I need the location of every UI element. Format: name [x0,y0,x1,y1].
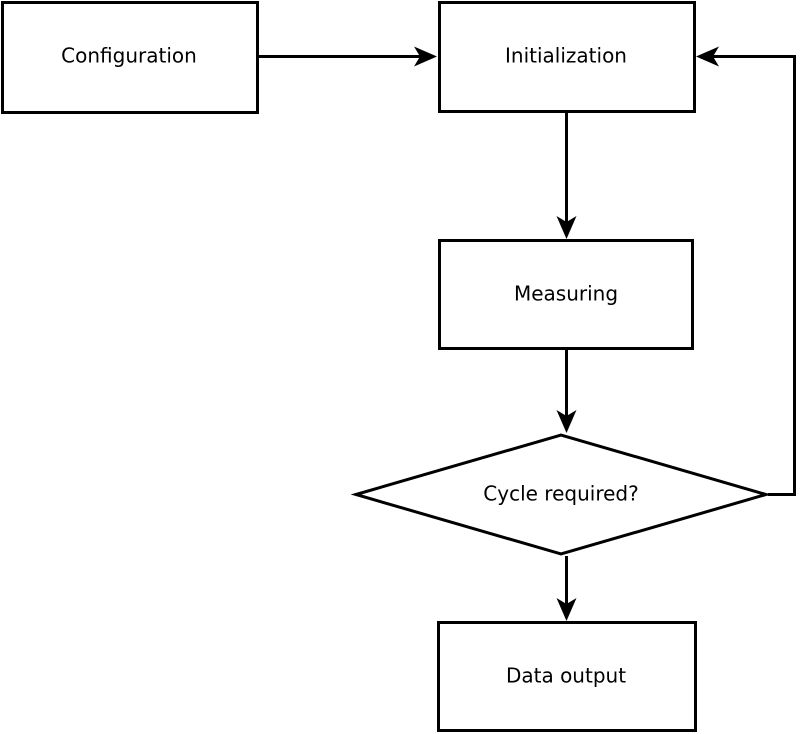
node-initialization-label: Initialization [505,44,627,68]
arrow-head-into-initialization-right [696,46,719,67]
edge-configuration-to-initialization [258,46,437,67]
node-cycle-required[interactable]: Cycle required? [350,433,772,556]
node-configuration-box[interactable] [1,1,259,114]
node-measuring[interactable]: Measuring [438,239,694,350]
node-measuring-label: Measuring [514,282,618,306]
edge-cycle-required-to-initialization-feedback [696,46,796,496]
node-cycle-required-label: Cycle required? [483,482,638,506]
node-initialization-box[interactable] [438,1,696,113]
arrow-head-into-data-output-top [556,598,577,621]
arrow-head-into-cycle-required-top [556,410,577,433]
arrow-head-into-measuring-top [556,216,577,239]
node-initialization[interactable]: Initialization [438,1,696,113]
edge-line-feedback-loop [709,55,796,496]
edge-cycle-required-to-data-output [556,556,577,621]
node-data-output-box[interactable] [437,621,697,732]
edge-measuring-to-cycle-required [556,349,577,433]
edge-initialization-to-measuring [556,112,577,239]
node-configuration[interactable]: Configuration [1,1,259,114]
node-configuration-label: Configuration [61,44,197,68]
node-measuring-box[interactable] [438,239,694,350]
arrow-head-into-initialization-left [414,46,437,67]
node-data-output[interactable]: Data output [437,621,697,732]
node-data-output-label: Data output [506,664,626,688]
node-cycle-required-diamond[interactable] [350,433,772,556]
